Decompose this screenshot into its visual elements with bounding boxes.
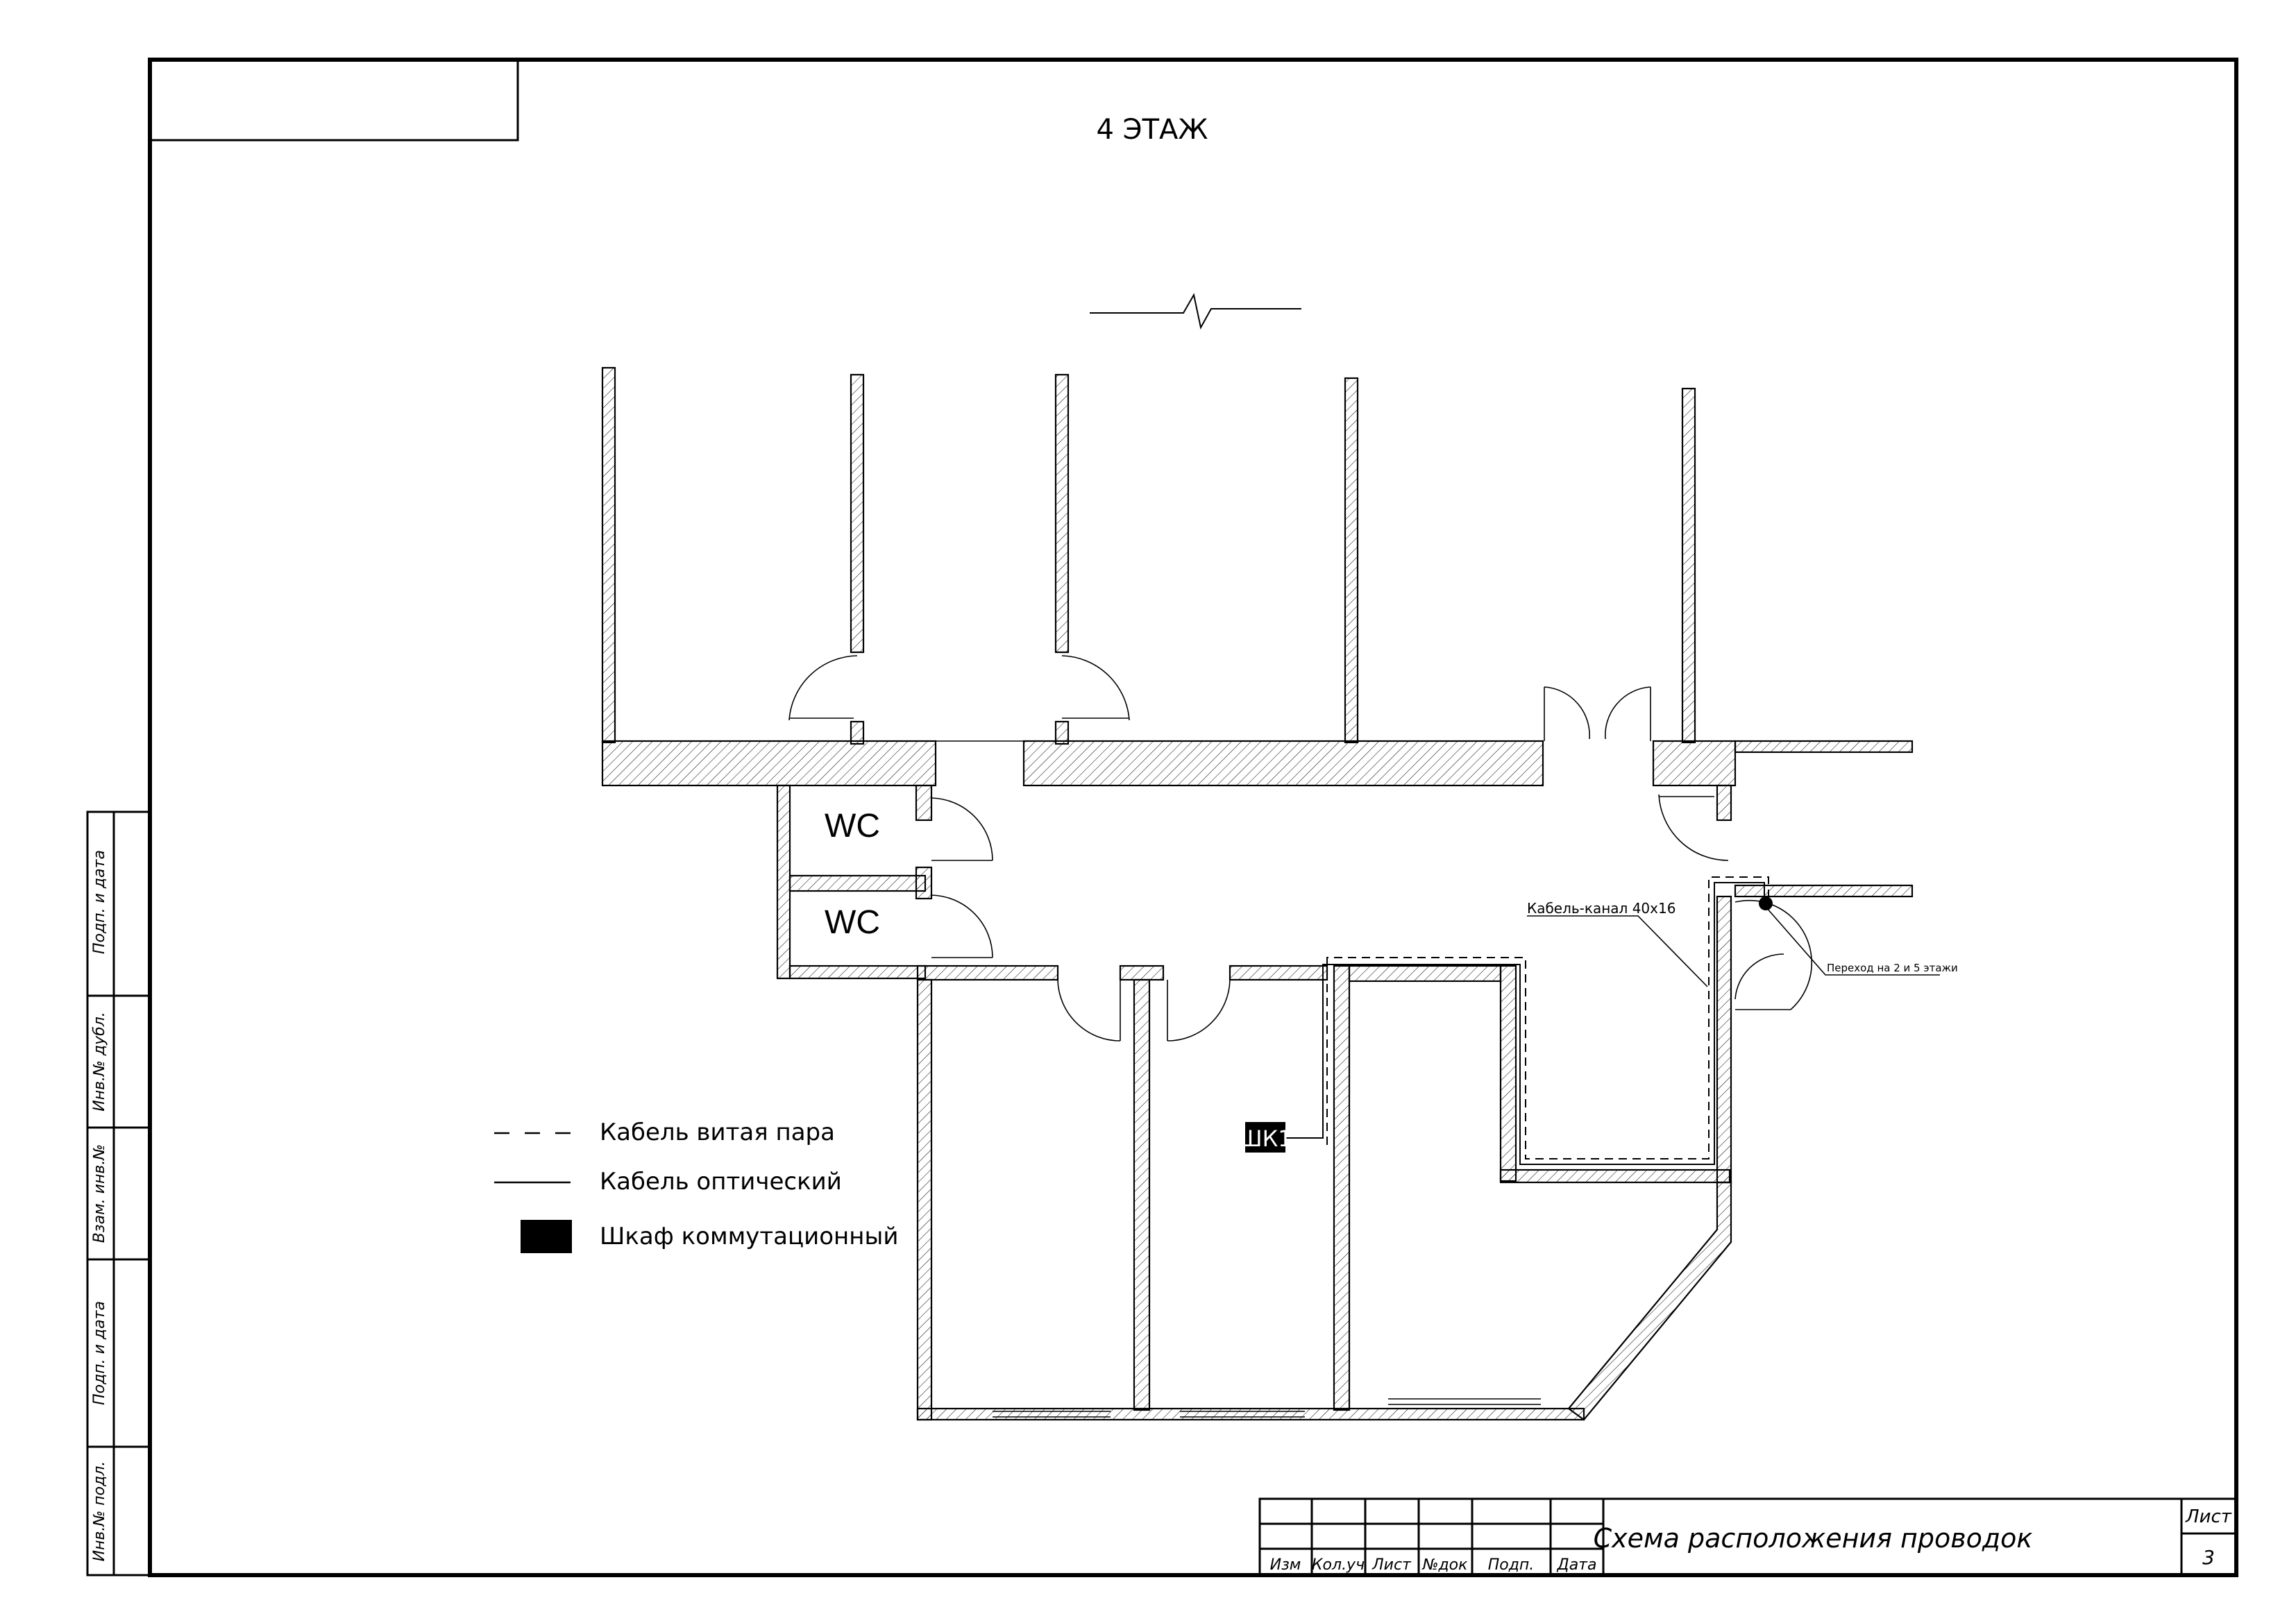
sheet-frame xyxy=(86,58,2238,1577)
cable-channel-leader xyxy=(1527,915,1708,987)
switch-cabinet xyxy=(1245,1122,1285,1153)
side-stamp-sign-date-1: Подп. и дата xyxy=(91,850,108,954)
walls xyxy=(601,366,1914,1421)
title-block-col-change: Изм xyxy=(1270,1556,1301,1574)
twisted-pair-route xyxy=(1326,876,1769,1159)
title-block-col-sheet: Лист xyxy=(1371,1556,1412,1574)
floor-transition-leader xyxy=(1766,907,1940,976)
optical-route xyxy=(1285,882,1765,1165)
riser-point xyxy=(1759,897,1773,910)
title-block-col-doc: №док xyxy=(1422,1556,1469,1574)
drawing-title: Схема расположения проводок xyxy=(1594,1523,2033,1554)
title-block-col-sign: Подп. xyxy=(1488,1556,1535,1574)
floor-transition-label: Переход на 2 и 5 этажи xyxy=(1827,962,1958,974)
room-label-wc-2: WC xyxy=(825,904,880,941)
room-label-wc-1: WC xyxy=(825,808,880,844)
windows xyxy=(993,1398,1541,1418)
title-block-col-qty: Кол.уч xyxy=(1312,1556,1365,1574)
legend-optical-label: Кабель оптический xyxy=(600,1168,842,1196)
side-stamp-sign-date-2: Подп. и дата xyxy=(91,1301,108,1405)
title-block xyxy=(1258,1497,2238,1577)
side-stamp-orig-inv: Инв.№ подл. xyxy=(91,1461,108,1562)
sheet-number: 3 xyxy=(2202,1546,2215,1569)
legend xyxy=(494,1132,572,1253)
legend-cabinet-swatch xyxy=(521,1220,572,1253)
side-stamp-dup-inv: Инв.№ дубл. xyxy=(91,1012,108,1112)
legend-cabinet-label: Шкаф коммутационный xyxy=(600,1223,898,1250)
side-stamp-replace-inv: Взам. инв.№ xyxy=(91,1144,108,1243)
legend-twisted-pair-label: Кабель витая пара xyxy=(600,1119,835,1146)
title-block-col-date: Дата xyxy=(1557,1556,1597,1574)
break-line xyxy=(1090,293,1301,330)
cable-channel-label: Кабель-канал 40х16 xyxy=(1527,900,1675,917)
doors xyxy=(788,655,1813,1042)
cabinet-tag: ШК1 xyxy=(1238,1125,1292,1152)
page-title: 4 ЭТАЖ xyxy=(1097,114,1208,146)
sheet-label: Лист xyxy=(2185,1506,2232,1527)
